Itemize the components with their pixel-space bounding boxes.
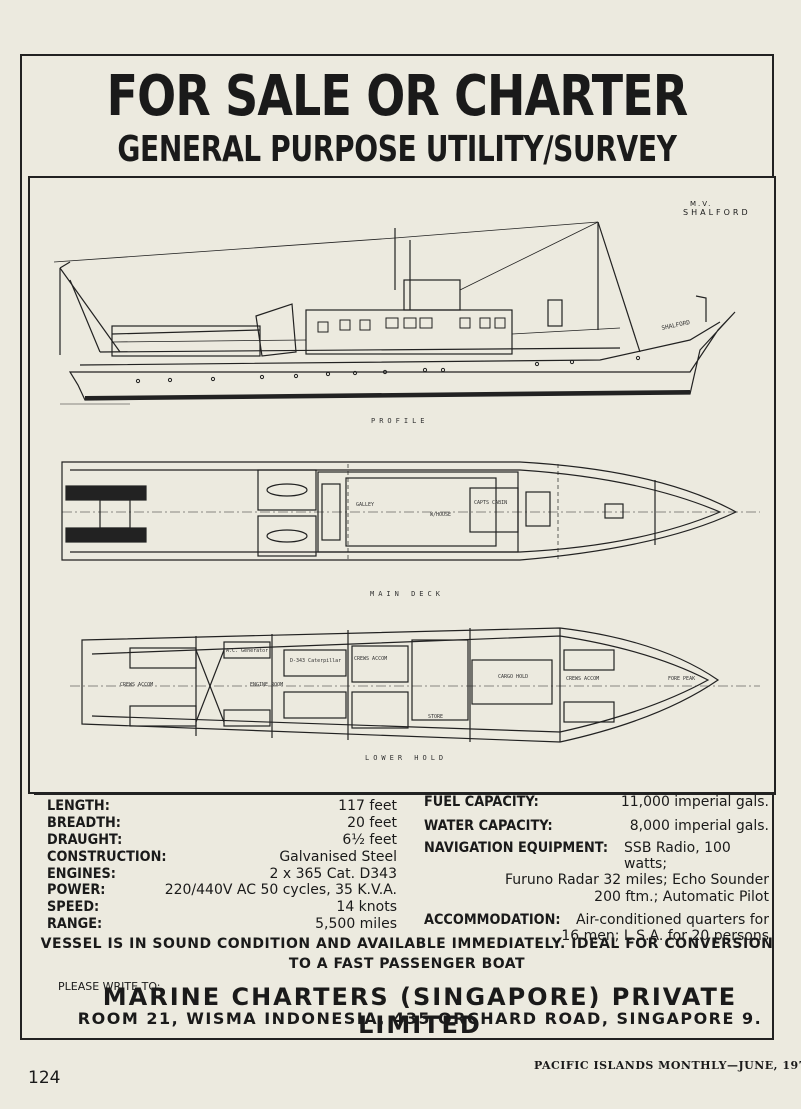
specs-right: FUEL CAPACITY: 11,000 imperial gals. WATE…	[424, 793, 769, 945]
company-address: ROOM 21, WISMA INDONESIA, 435 ORCHARD RO…	[77, 1009, 763, 1028]
specs-left: LENGTH:117 feet BREADTH:20 feet DRAUGHT:…	[47, 798, 397, 933]
profile-caption: PROFILE	[371, 417, 429, 425]
main-deck-drawing	[61, 461, 760, 561]
nav-value-3: 200 ftm.; Automatic Pilot	[594, 889, 769, 905]
spec-row: CONSTRUCTION:Galvanised Steel	[47, 848, 397, 865]
notice-line-2: TO A FAST PASSENGER BOAT	[288, 956, 526, 972]
spec-row: ENGINES:2 x 365 Cat. D343	[47, 865, 397, 882]
label-crews-accom-aft: CREWS ACCOM	[120, 682, 153, 688]
nav-key: NAVIGATION EQUIPMENT:	[424, 840, 609, 856]
spec-row: DRAUGHT:6½ feet	[47, 831, 397, 848]
profile-drawing	[53, 221, 736, 405]
page-number: 124	[28, 1068, 61, 1088]
please-write-to: PLEASE WRITE TO:	[58, 980, 161, 993]
availability-notice: VESSEL IS IN SOUND CONDITION AND AVAILAB…	[40, 934, 774, 974]
main-deck-caption: MAIN DECK	[370, 590, 444, 598]
spec-row: SPEED:14 knots	[47, 899, 397, 916]
accom-value-1: Air-conditioned quarters for	[575, 912, 769, 928]
water-value: 8,000 imperial gals.	[629, 818, 769, 834]
company-name: MARINE CHARTERS (SINGAPORE) PRIVATE LIMI…	[102, 983, 738, 1039]
specs-panel	[34, 793, 776, 1040]
spec-row: RANGE:5,500 miles	[47, 916, 397, 933]
label-cargo-hold: CARGO HOLD	[498, 674, 528, 680]
label-d343: D-343 Caterpillar	[290, 658, 341, 664]
headline: FOR SALE OR CHARTER	[106, 64, 689, 129]
spec-row: POWER:220/440V AC 50 cycles, 35 K.V.A.	[47, 882, 397, 899]
nav-value-2: Furuno Radar 32 miles; Echo Sounder	[505, 872, 769, 888]
label-capts-cabin: CAPTS CABIN	[474, 500, 507, 506]
nav-value-1: SSB Radio, 100 watts;	[624, 840, 731, 872]
notice-line-1: VESSEL IS IN SOUND CONDITION AND AVAILAB…	[40, 936, 774, 952]
lower-hold-drawing	[70, 627, 760, 743]
spec-row: LENGTH:117 feet	[47, 798, 397, 814]
label-store: STORE	[428, 714, 443, 720]
label-crews-accom-fwd: CREWS ACCOM	[566, 676, 599, 682]
fuel-key: FUEL CAPACITY:	[424, 794, 539, 810]
spec-row: BREADTH:20 feet	[47, 814, 397, 831]
label-fore-peak: FORE PEAK	[668, 676, 695, 682]
lower-hold-caption: LOWER HOLD	[365, 754, 448, 762]
water-key: WATER CAPACITY:	[424, 818, 553, 834]
vessel-name: SHALFORD	[683, 208, 751, 217]
label-whouse: W/HOUSE	[430, 512, 451, 518]
vessel-drawing-panel	[28, 176, 776, 794]
mv-label: M.V.	[690, 200, 713, 208]
label-crews-accom-mid: CREWS ACCOM	[354, 656, 387, 662]
hull-name-label: SHALFORD	[661, 319, 691, 332]
accom-value-2: 16 men; L.S.A. for 20 persons	[561, 928, 769, 944]
label-engine-room: ENGINE ROOM	[250, 682, 283, 688]
label-galley: GALLEY	[356, 502, 374, 508]
fuel-value: 11,000 imperial gals.	[620, 794, 769, 810]
accom-key: ACCOMMODATION:	[424, 912, 561, 928]
label-ac-generator: A.C. Generator	[226, 648, 268, 654]
journal-footer: PACIFIC ISLANDS MONTHLY—JUNE, 1973	[534, 1059, 801, 1072]
